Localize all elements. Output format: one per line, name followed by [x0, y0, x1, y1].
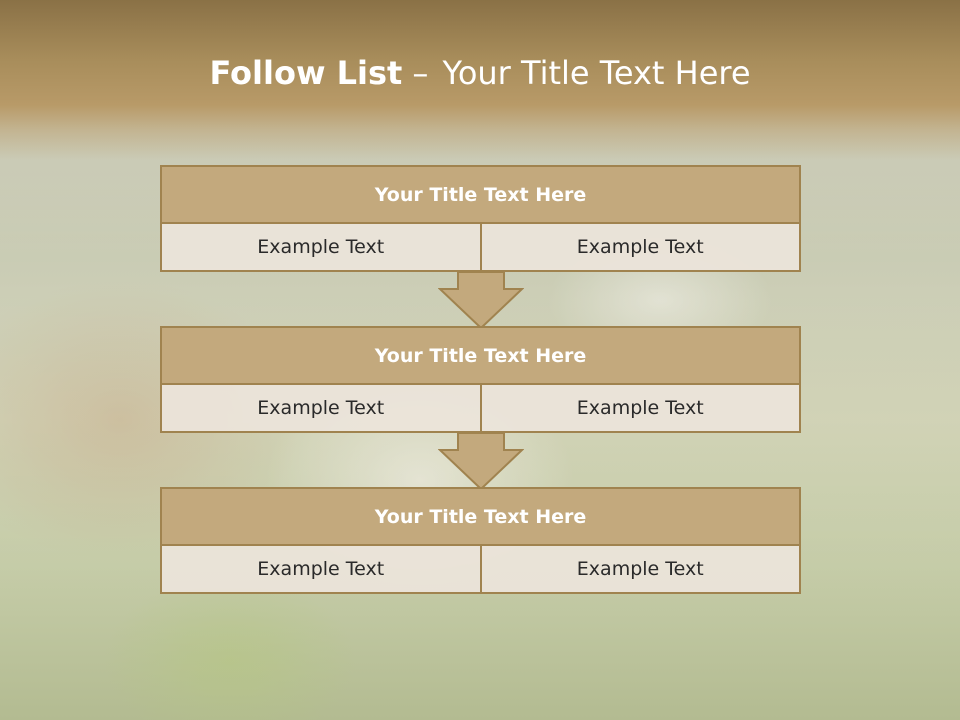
slide-title-bold: Follow List	[209, 54, 403, 92]
step-2-right-text: Example Text	[479, 385, 799, 431]
header-band	[0, 0, 960, 160]
step-3-right-text: Example Text	[479, 546, 799, 592]
step-3-title: Your Title Text Here	[162, 489, 799, 546]
step-2-title: Your Title Text Here	[162, 328, 799, 385]
step-3-left-text: Example Text	[162, 546, 480, 592]
step-box-1: Your Title Text Here Example Text Exampl…	[160, 165, 801, 272]
step-2-row: Example Text Example Text	[162, 385, 799, 431]
slide-title-rest: Your Title Text Here	[442, 54, 751, 92]
step-1-left-text: Example Text	[162, 224, 480, 270]
step-1-right-text: Example Text	[479, 224, 799, 270]
slide-title: Follow List– Your Title Text Here	[0, 54, 960, 92]
step-1-title: Your Title Text Here	[162, 167, 799, 224]
down-arrow-icon	[438, 432, 524, 490]
step-box-2: Your Title Text Here Example Text Exampl…	[160, 326, 801, 433]
step-box-3: Your Title Text Here Example Text Exampl…	[160, 487, 801, 594]
step-1-row: Example Text Example Text	[162, 224, 799, 270]
down-arrow-icon	[438, 271, 524, 329]
step-3-row: Example Text Example Text	[162, 546, 799, 592]
step-2-left-text: Example Text	[162, 385, 480, 431]
slide-title-dash: –	[412, 54, 429, 92]
